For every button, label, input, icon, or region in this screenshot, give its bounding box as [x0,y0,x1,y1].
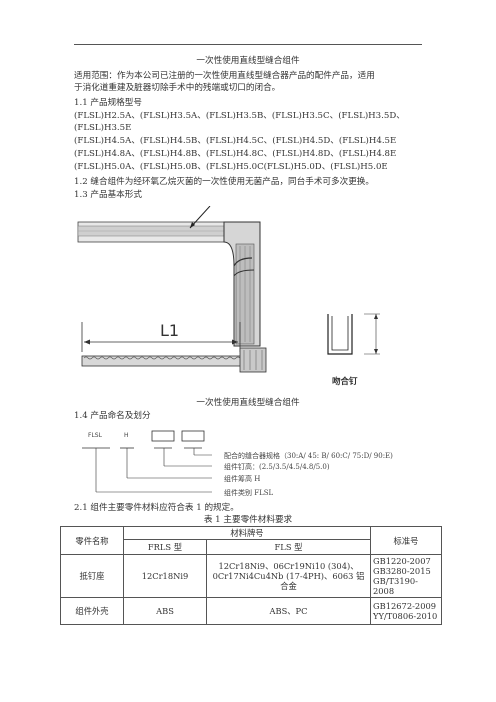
th-fls: FLS 型 [206,539,371,555]
cell-standard: GB1220-2007 GB3280-2015 GB/T3190-2008 [370,554,442,598]
doc-title: 一次性使用直线型缝合组件 [196,56,300,66]
product-figure: L1 吻合钉 [77,206,380,387]
std-line: GB3280-2015 [373,566,431,576]
naming-diagram: FLSL H 配合的缝合器规格（30:A/ 45: B/ 60:C/ 75:D/… [82,430,393,497]
std-line: YY/T0806-2010 [373,611,438,621]
naming-line-3: 组件筹高 H [224,474,260,483]
materials-table: 零件名称 材料牌号 标准号 FRLS 型 FLS 型 抵钉座 12Cr18Ni9… [60,526,442,625]
scope-line-1: 适用范围：作为本公司已注册的一次性使用直线型缝合器产品的配件产品，适用 [74,71,375,81]
table-title: 表 1 主要零件材料要求 [203,515,293,525]
std-line: GB12672-2009 [373,601,437,611]
th-part: 零件名称 [60,526,124,555]
cell-fls: 12Cr18Ni9、06Cr19Ni10 (304)、 0Cr17Ni4Cu4N… [206,554,371,598]
figure-caption: 一次性使用直线型缝合组件 [196,398,300,408]
cell-fls-line: 0Cr17Ni4Cu4Nb (17-4PH)、6063 铝合金 [212,571,365,591]
cell-fls-line: 12Cr18Ni9、06Cr19Ni10 (304)、 [218,561,359,571]
section-1-4: 1.4 产品命名及划分 [74,411,151,421]
spec-line: (FLSL)H3.5E [74,123,132,133]
cell-fls-line: ABS、PC [269,606,308,616]
spec-line: (FLSL)H5.0A、(FLSL)H5.0B、(FLSL)H5.0C(FLSL… [74,162,388,172]
th-standard: 标准号 [370,526,442,555]
section-1-3: 1.3 产品基本形式 [74,190,142,200]
th-material: 材料牌号 [123,526,371,540]
header-rule [74,44,422,45]
spec-line: (FLSL)H2.5A、(FLSL)H3.5A、(FLSL)H3.5B、(FLS… [74,111,405,121]
th-frls: FRLS 型 [123,539,207,555]
code-h: H [124,432,129,439]
section-1-1: 1.1 产品规格型号 [74,98,142,108]
scope-line-2: 于消化道重建及脏器切除手术中的残端或切口的闭合。 [74,83,281,93]
fig-label-staple: 吻合钉 [332,376,358,387]
spec-line: (FLSL)H4.5A、(FLSL)H4.5B、(FLSL)H4.5C、(FLS… [74,136,397,146]
std-line: GB1220-2007 [373,556,431,566]
cell-part: 抵钉座 [60,554,124,598]
section-1-2: 1.2 缝合组件为经环氧乙烷灭菌的一次性使用无菌产品，同台手术可多次更换。 [74,177,374,187]
cell-standard: GB12672-2009 YY/T0806-2010 [370,597,442,625]
table-row: 抵钉座 12Cr18Ni9 12Cr18Ni9、06Cr19Ni10 (304)… [60,554,442,598]
spec-line: (FLSL)H4.8A、(FLSL)H4.8B、(FLSL)H4.8C、(FLS… [74,149,397,159]
code-box-spec [181,430,205,442]
cell-fls: ABS、PC [206,597,371,625]
naming-line-4: 组件类别 FLSL [224,488,274,497]
cell-frls: ABS [123,597,207,625]
section-2-1: 2.1 组件主要零件材料应符合表 1 的规定。 [74,503,239,513]
code-box-height [151,430,175,442]
cell-frls: 12Cr18Ni9 [123,554,207,598]
naming-line-1: 配合的缝合器规格（30:A/ 45: B/ 60:C/ 75:D/ 90:E) [224,451,393,460]
code-flsl: FLSL [88,432,103,439]
cell-part: 组件外壳 [60,597,124,625]
std-line: GB/T3190-2008 [373,576,418,596]
fig-label-l1: L1 [160,321,179,340]
naming-line-2: 组件钉高：(2.5/3.5/4.5/4.8/5.0) [224,462,330,471]
table-row: 组件外壳 ABS ABS、PC GB12672-2009 YY/T0806-20… [60,597,442,625]
